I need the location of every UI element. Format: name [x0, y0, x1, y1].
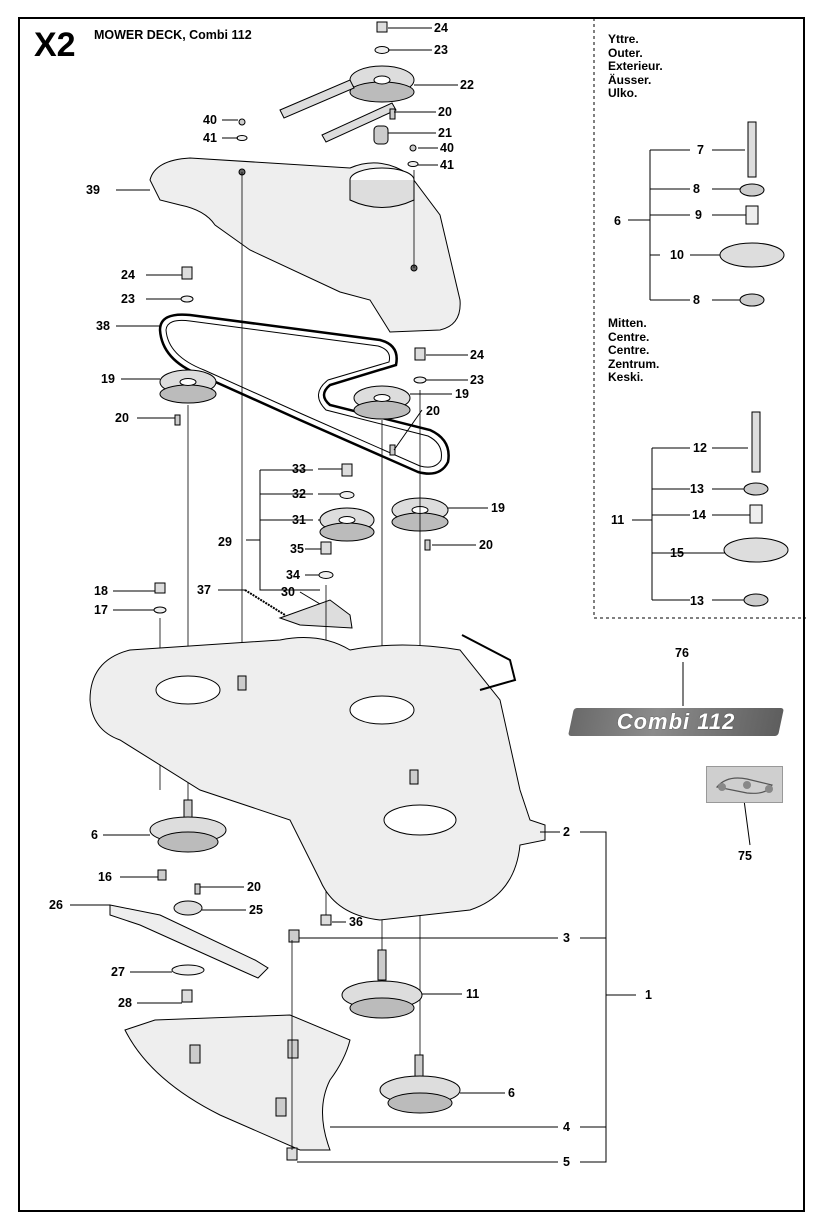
callout-17: 17 [94, 603, 108, 617]
bearing-8-top [739, 183, 765, 197]
callout-26: 26 [49, 898, 63, 912]
callout-32: 32 [292, 487, 306, 501]
inset-callout-9: 9 [695, 208, 702, 222]
callout-41: 41 [203, 131, 217, 145]
callout-19: 19 [455, 387, 469, 401]
bushing-21 [373, 125, 389, 145]
callout-40: 40 [203, 113, 217, 127]
callout-2: 2 [563, 825, 570, 839]
inset-callout-6: 6 [614, 214, 621, 228]
callout-5: 5 [563, 1155, 570, 1169]
callout-27: 27 [111, 965, 125, 979]
deck-handle [461, 634, 517, 691]
mower-deck-2 [89, 637, 546, 921]
callout-36: 36 [349, 915, 363, 929]
callout-30: 30 [281, 585, 295, 599]
callout-39: 39 [86, 183, 100, 197]
callout-28: 28 [118, 996, 132, 1010]
inset-middle-labels: Mitten. Centre. Centre. Zentrum. Keski. [608, 316, 660, 384]
spacer-14 [749, 504, 763, 524]
callout-1: 1 [645, 988, 652, 1002]
inset-callout-15: 15 [670, 546, 684, 560]
callout-33: 33 [292, 462, 306, 476]
callout-21: 21 [438, 126, 452, 140]
callout-23: 23 [434, 43, 448, 57]
callout-76: 76 [675, 646, 689, 660]
key-20-top [279, 79, 355, 119]
belt-routing-sticker-75 [706, 766, 783, 803]
callout-24: 24 [121, 268, 135, 282]
shaft-7 [747, 121, 757, 178]
callout-22: 22 [460, 78, 474, 92]
page-frame [18, 17, 805, 1212]
bearing-13-top [743, 482, 769, 496]
callout-18: 18 [94, 584, 108, 598]
callout-4: 4 [563, 1120, 570, 1134]
spindle-housing-10 [719, 242, 785, 268]
callout-24: 24 [470, 348, 484, 362]
callout-20: 20 [115, 411, 129, 425]
sticker-drawing [715, 777, 773, 794]
blade-26 [109, 904, 269, 979]
callout-20: 20 [247, 880, 261, 894]
callout-75: 75 [738, 849, 752, 863]
callout-20: 20 [479, 538, 493, 552]
callout-20: 20 [426, 404, 440, 418]
bearing-8-bottom [739, 293, 765, 307]
callout-20: 20 [438, 105, 452, 119]
spindle-housing-15 [723, 537, 789, 563]
tension-arm-30 [278, 599, 353, 629]
inset-callout-14: 14 [692, 508, 706, 522]
callout-11: 11 [466, 987, 480, 1001]
inset-callout-12: 12 [693, 441, 707, 455]
callout-6: 6 [91, 828, 98, 842]
spring-37 [244, 589, 286, 616]
washer-23-top [374, 46, 390, 54]
callout-16: 16 [98, 870, 112, 884]
page-title: MOWER DECK, Combi 112 [94, 28, 252, 42]
callout-40: 40 [440, 141, 454, 155]
callout-41: 41 [440, 158, 454, 172]
callout-35: 35 [290, 542, 304, 556]
callout-38: 38 [96, 319, 110, 333]
callout-25: 25 [249, 903, 263, 917]
page-code: X2 [34, 26, 76, 64]
callout-34: 34 [286, 568, 300, 582]
callout-6: 6 [508, 1086, 515, 1100]
inset-border [593, 18, 806, 619]
spacer-9 [745, 205, 759, 225]
inset-callout-7: 7 [697, 143, 704, 157]
bolt-24-top [376, 21, 388, 33]
decal-76: Combi 112 [568, 708, 784, 736]
callout-31: 31 [292, 513, 306, 527]
callout-3: 3 [563, 931, 570, 945]
callout-37: 37 [197, 583, 211, 597]
inset-callout-10: 10 [670, 248, 684, 262]
callout-19: 19 [101, 372, 115, 386]
callout-24: 24 [434, 21, 448, 35]
inset-callout-13: 13 [690, 482, 704, 496]
inset-callout-8: 8 [693, 182, 700, 196]
shaft-12 [751, 411, 761, 473]
decal-text: Combi 112 [616, 709, 736, 734]
inset-outer-labels: Yttre. Outer. Exterieur. Äusser. Ulko. [608, 32, 663, 100]
callout-29: 29 [218, 535, 232, 549]
bearing-13-bottom [743, 593, 769, 607]
inset-callout-8: 8 [693, 293, 700, 307]
callout-19: 19 [491, 501, 505, 515]
callout-23: 23 [121, 292, 135, 306]
inset-callout-11: 11 [611, 513, 625, 527]
baffle-4 [124, 1014, 351, 1151]
inset-callout-13: 13 [690, 594, 704, 608]
callout-23: 23 [470, 373, 484, 387]
